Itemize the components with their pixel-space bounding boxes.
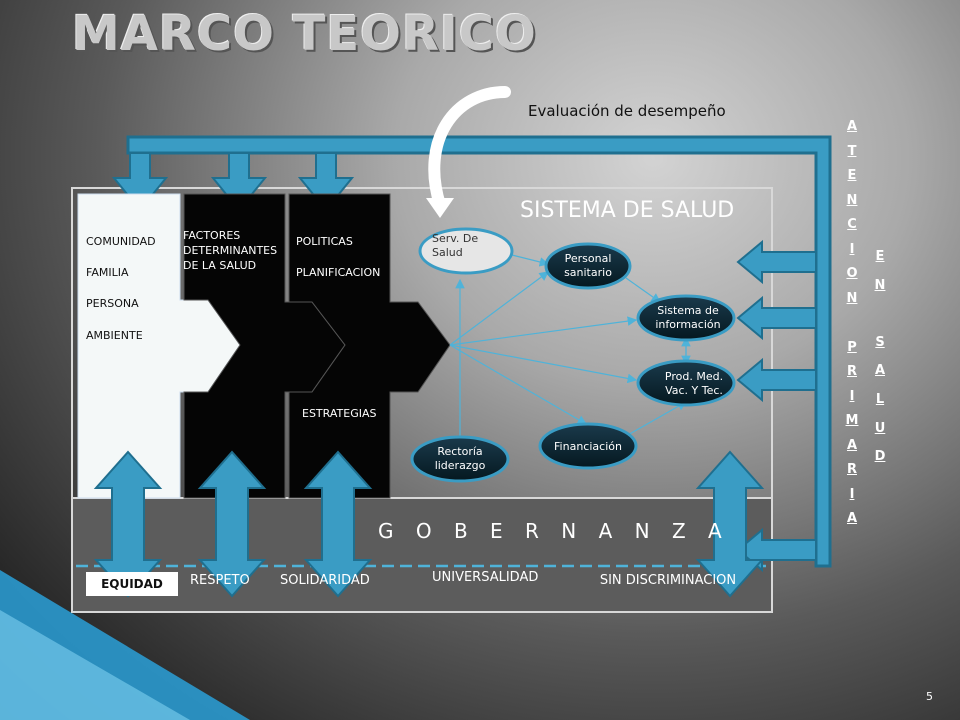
letter: M: [845, 413, 859, 428]
label-planificacion: PLANIFICACION: [296, 266, 381, 279]
letter: T: [847, 143, 857, 159]
letter: A: [874, 363, 886, 379]
network-nodes: [410, 227, 736, 483]
node-serv-salud: Serv. De Salud: [432, 232, 479, 259]
letter: N: [846, 290, 858, 306]
value-sin-discriminacion: SIN DISCRIMINACION: [599, 573, 737, 588]
node-prod-med: Prod. Med. Vac. Y Tec.: [664, 370, 724, 397]
value-solidaridad: SOLIDARIDAD: [280, 573, 370, 588]
letter: [873, 307, 887, 336]
label-comunidad: COMUNIDAD: [86, 235, 156, 248]
label-familia: FAMILIA: [86, 266, 129, 279]
value-equidad: EQUIDAD: [86, 572, 178, 596]
letter: C: [847, 217, 857, 232]
letter: S: [875, 334, 885, 350]
page-title: MARCO TEORICO: [72, 6, 537, 62]
label-politicas: POLITICAS: [296, 235, 353, 248]
letter: E: [875, 249, 885, 264]
double-arrows: [93, 450, 765, 598]
letter: L: [875, 391, 885, 407]
letter: A: [846, 511, 858, 526]
label-factores: FACTORES DETERMINANTES DE LA SALUD: [183, 229, 278, 272]
value-respeto: RESPETO: [190, 573, 250, 588]
system-title: SISTEMA DE SALUD: [520, 198, 735, 223]
page-number: 5: [926, 690, 933, 703]
value-universalidad: UNIVERSALIDAD: [432, 570, 539, 585]
node-rectoria: Rectoría liderazgo: [434, 445, 486, 472]
governance-band: [71, 497, 773, 613]
letter: N: [846, 192, 858, 208]
letter: A: [846, 437, 858, 453]
letter: I: [849, 388, 855, 404]
letter: [845, 316, 859, 341]
letter: I: [849, 486, 855, 502]
letter: E: [847, 168, 857, 183]
letter: O: [846, 266, 858, 281]
node-personal: Personal sanitario: [564, 252, 612, 279]
evaluation-arrow: [428, 86, 511, 211]
letter: U: [874, 420, 886, 436]
letter: A: [846, 119, 858, 134]
letter: R: [846, 364, 857, 379]
letter: I: [849, 241, 855, 257]
feedback-frame: [126, 135, 832, 568]
vertical-atencion-primaria: A T E N C I O N P R I M A R I A: [845, 120, 859, 537]
label-ambiente: AMBIENTE: [86, 329, 143, 342]
letter: N: [874, 277, 886, 293]
letter: R: [846, 462, 857, 477]
evaluation-label: Evaluación de desempeño: [528, 102, 726, 120]
node-financiacion: Financiación: [554, 440, 622, 453]
label-persona: PERSONA: [86, 297, 139, 310]
node-sistema-info: Sistema de información: [655, 304, 721, 331]
governance-label: G O B E R N A N Z A: [378, 519, 730, 543]
label-estrategias: ESTRATEGIAS: [302, 407, 377, 420]
letter: P: [847, 339, 857, 355]
letter: D: [874, 449, 886, 465]
vertical-en-salud: E N S A L U D: [873, 250, 887, 479]
side-arrows: [736, 239, 817, 573]
column-policies: [288, 193, 451, 499]
